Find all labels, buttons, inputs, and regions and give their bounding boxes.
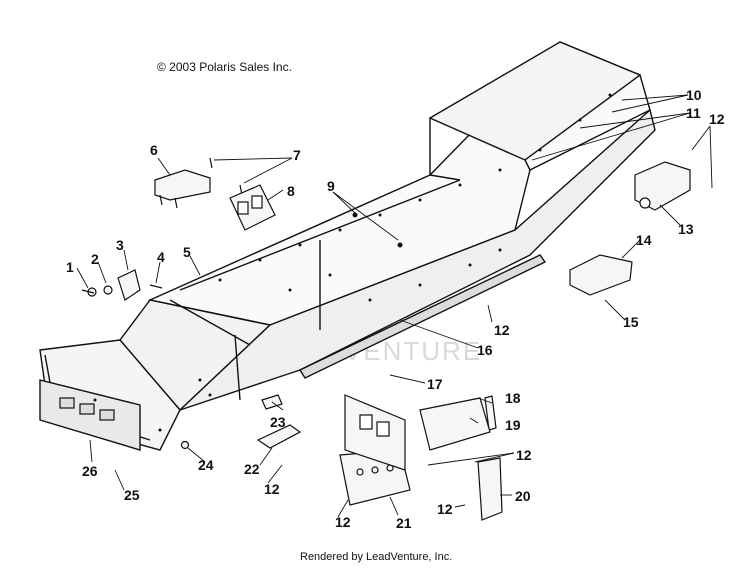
callout-7: 7 — [293, 147, 301, 163]
callout-15: 15 — [623, 314, 639, 330]
callout-13: 13 — [678, 221, 694, 237]
callout-24: 24 — [198, 457, 214, 473]
callout-8: 8 — [287, 183, 295, 199]
callout-14: 14 — [636, 232, 652, 248]
callout-19: 19 — [505, 417, 521, 433]
copyright-text: © 2003 Polaris Sales Inc. — [157, 60, 292, 74]
callout-22: 22 — [244, 461, 260, 477]
callout-17: 17 — [427, 376, 443, 392]
callout-2: 2 — [91, 251, 99, 267]
callout-20: 20 — [515, 488, 531, 504]
callout-16: 16 — [477, 342, 493, 358]
callout-12-e: 12 — [335, 514, 351, 530]
callout-labels: 1 2 3 4 5 6 7 8 9 10 11 12 13 14 15 16 1… — [66, 87, 725, 531]
callout-25: 25 — [124, 487, 140, 503]
leader-lines — [76, 94, 713, 518]
footer-credit: Rendered by LeadVenture, Inc. — [300, 551, 453, 563]
callout-18: 18 — [505, 390, 521, 406]
callout-12-b: 12 — [494, 322, 510, 338]
callout-9: 9 — [327, 178, 335, 194]
callout-12-c: 12 — [516, 447, 532, 463]
callout-4: 4 — [157, 249, 165, 265]
chassis-tunnel — [39, 41, 656, 451]
callout-21: 21 — [396, 515, 412, 531]
rivet-dots — [93, 93, 612, 432]
callout-6: 6 — [150, 142, 158, 158]
small-parts — [59, 157, 691, 521]
callout-10: 10 — [686, 87, 702, 103]
callout-3: 3 — [116, 237, 124, 253]
callout-12-d: 12 — [437, 501, 453, 517]
callout-12: 12 — [709, 111, 725, 127]
callout-1: 1 — [66, 259, 74, 275]
callout-11: 11 — [686, 105, 701, 121]
callout-23: 23 — [270, 414, 286, 430]
callout-12-f: 12 — [264, 481, 280, 497]
callout-5: 5 — [183, 244, 191, 260]
callout-26: 26 — [82, 463, 98, 479]
